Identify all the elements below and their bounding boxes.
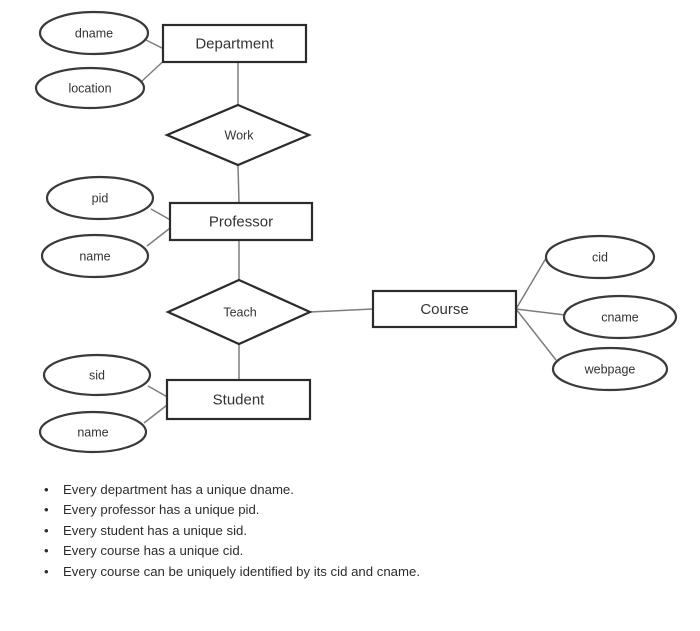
list-item: • Every student has a unique sid. (30, 521, 670, 541)
attribute-label: sid (89, 368, 105, 382)
attribute-location[interactable]: location (34, 66, 146, 110)
list-item-text: Every professor has a unique pid. (63, 502, 260, 518)
entity-label: Professor (209, 213, 273, 230)
relationship-teach[interactable]: Teach (165, 278, 313, 346)
entity-course[interactable]: Course (371, 289, 518, 329)
attribute-ellipse[interactable] (45, 175, 155, 221)
entity-professor[interactable]: Professor (168, 201, 314, 242)
attribute-label: name (77, 425, 108, 439)
bullet-glyph: • (44, 522, 49, 538)
edge-course-webpage (515, 308, 557, 361)
attribute-ellipse[interactable] (38, 410, 148, 454)
attribute-label: cid (592, 250, 608, 264)
list-item-text: Every student has a unique sid. (63, 522, 248, 538)
list-item-text: Every department has a unique dname. (63, 482, 294, 497)
attribute-ellipse[interactable] (42, 353, 152, 397)
attribute-dname[interactable]: dname (38, 10, 150, 56)
bullet-glyph: • (44, 543, 49, 559)
attribute-professor-name[interactable]: name (40, 233, 150, 279)
entity-label: Student (213, 391, 266, 408)
entity-student[interactable]: Student (165, 378, 312, 421)
bullet-glyph: • (44, 502, 49, 518)
edge-layer (140, 39, 566, 424)
entity-box[interactable] (168, 201, 314, 242)
edge-teach-course (309, 308, 374, 313)
list-item: • Every department has a unique dname. (30, 480, 670, 500)
edge-work-professor (237, 164, 240, 204)
entity-department[interactable]: Department (161, 23, 308, 64)
er-diagram: Department Professor Student Course Work… (34, 10, 678, 454)
attribute-label: name (79, 249, 110, 263)
attribute-webpage[interactable]: webpage (551, 346, 669, 392)
attribute-sid[interactable]: sid (42, 353, 152, 397)
list-item: • Every professor has a unique pid. (30, 500, 670, 520)
attribute-cid[interactable]: cid (544, 234, 656, 280)
attribute-ellipse[interactable] (34, 66, 146, 110)
relationship-diamond[interactable] (164, 103, 312, 167)
relationship-label: Teach (223, 305, 256, 319)
attribute-label: location (68, 81, 111, 95)
entity-box[interactable] (371, 289, 518, 329)
entity-box[interactable] (161, 23, 308, 64)
entity-box[interactable] (165, 378, 312, 421)
attribute-student-name[interactable]: name (38, 410, 148, 454)
list-item-text: Every course has a unique cid. (63, 543, 244, 559)
relationship-label: Work (225, 128, 255, 142)
relationship-diamond[interactable] (165, 278, 313, 346)
list-item-text: Every course can be uniquely identified … (63, 563, 420, 579)
attribute-ellipse[interactable] (40, 233, 150, 279)
attribute-ellipse[interactable] (544, 234, 656, 280)
attribute-ellipse[interactable] (562, 294, 678, 340)
list-item: • Every course can be uniquely identified… (30, 562, 670, 582)
relationship-work[interactable]: Work (164, 103, 312, 167)
bullet-glyph: • (44, 482, 49, 497)
constraints-list: • Every department has a unique dname. • E… (30, 480, 670, 582)
entity-label: Department (195, 35, 274, 52)
entity-label: Course (420, 301, 468, 318)
attribute-cname[interactable]: cname (562, 294, 678, 340)
attribute-pid[interactable]: pid (45, 175, 155, 221)
attribute-ellipse[interactable] (551, 346, 669, 392)
attribute-label: webpage (584, 362, 636, 376)
attribute-label: dname (75, 26, 113, 40)
list-item: • Every course has a unique cid. (30, 541, 670, 561)
attribute-label: pid (92, 191, 109, 205)
attribute-label: cname (601, 310, 639, 324)
attribute-ellipse[interactable] (38, 10, 150, 56)
bullet-glyph: • (44, 563, 49, 579)
edge-course-cname (515, 308, 566, 316)
